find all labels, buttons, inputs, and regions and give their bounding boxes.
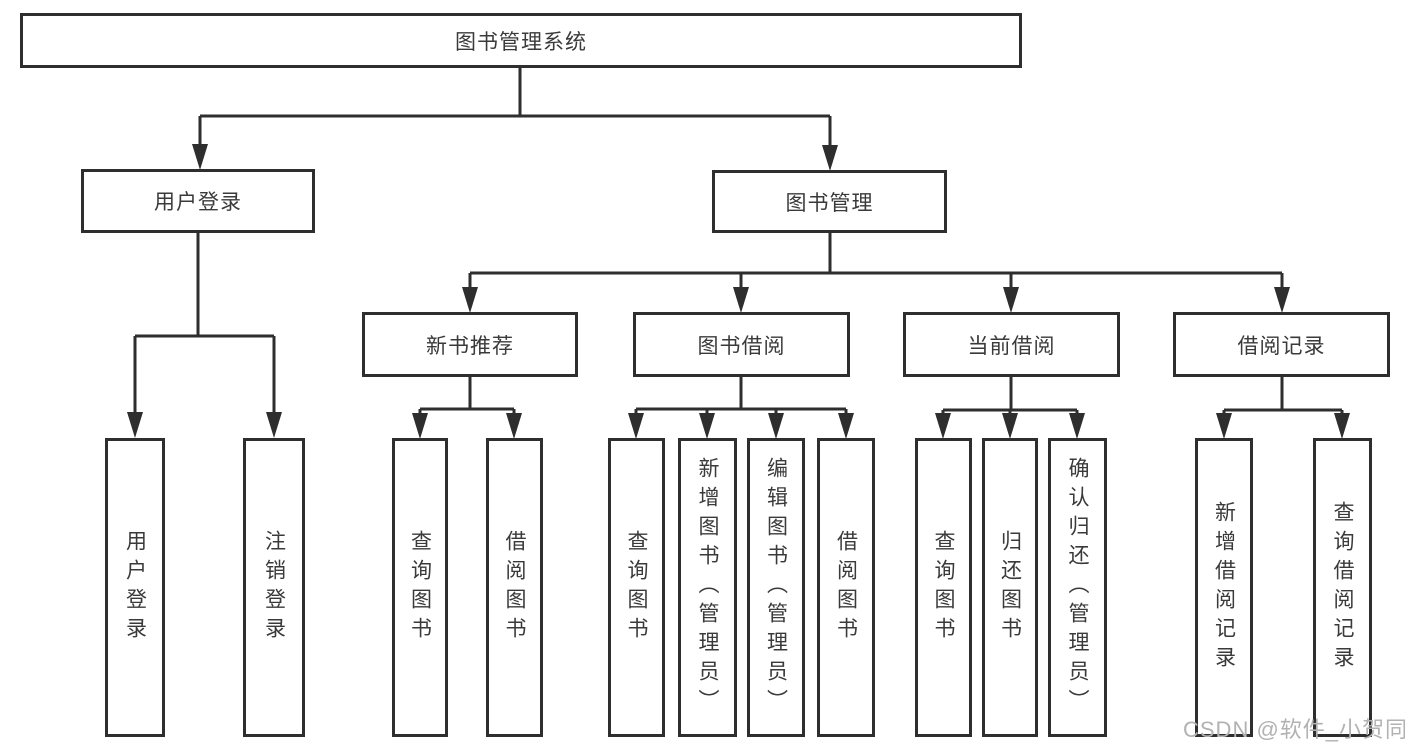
node-current-borrow: 当前借阅 <box>903 312 1120 377</box>
node-book-management-label: 图书管理 <box>785 191 874 215</box>
leaf-bb-edit-book-label: 编辑图书（管理员） <box>764 457 788 718</box>
node-root: 图书管理系统 <box>20 13 1022 68</box>
node-book-management: 图书管理 <box>712 170 947 233</box>
node-root-label: 图书管理系统 <box>455 30 587 54</box>
leaf-logout-label: 注销登录 <box>262 529 286 646</box>
leaf-br-query-record: 查询借阅记录 <box>1313 438 1372 737</box>
leaf-bb-add-book-label: 新增图书（管理员） <box>696 457 719 718</box>
node-current-borrow-label: 当前借阅 <box>967 334 1056 358</box>
leaf-bb-borrow-book: 借阅图书 <box>817 438 875 737</box>
node-new-book-recommend: 新书推荐 <box>362 312 578 377</box>
leaf-rec-query-book-label: 查询图书 <box>408 529 432 646</box>
leaf-bb-query-book-label: 查询图书 <box>625 529 648 646</box>
leaf-user-login: 用户登录 <box>105 438 165 737</box>
leaf-cb-query-book: 查询图书 <box>915 438 972 737</box>
leaf-cb-confirm-return-label: 确认归还（管理员） <box>1066 457 1089 718</box>
leaf-cb-return-book-label: 归还图书 <box>998 529 1022 646</box>
leaf-rec-borrow-book: 借阅图书 <box>486 438 543 737</box>
leaf-bb-add-book: 新增图书（管理员） <box>678 438 737 737</box>
leaf-user-login-label: 用户登录 <box>123 529 147 646</box>
leaf-cb-confirm-return: 确认归还（管理员） <box>1048 438 1107 737</box>
node-borrow-records-label: 借阅记录 <box>1237 334 1326 358</box>
watermark: CSDN @软件_小贺同学 <box>1183 717 1405 742</box>
leaf-br-add-record-label: 新增借阅记录 <box>1212 500 1236 675</box>
node-book-borrow: 图书借阅 <box>633 312 850 377</box>
leaf-rec-borrow-book-label: 借阅图书 <box>503 529 526 646</box>
node-new-book-recommend-label: 新书推荐 <box>426 334 514 358</box>
node-user-login-label: 用户登录 <box>154 191 242 214</box>
leaf-br-query-record-label: 查询借阅记录 <box>1331 500 1354 675</box>
leaf-br-add-record: 新增借阅记录 <box>1195 438 1253 737</box>
leaf-cb-return-book: 归还图书 <box>982 438 1038 737</box>
node-borrow-records: 借阅记录 <box>1173 312 1390 377</box>
leaf-logout: 注销登录 <box>243 438 305 737</box>
leaf-bb-query-book: 查询图书 <box>608 438 665 737</box>
node-user-login: 用户登录 <box>81 169 315 233</box>
leaf-bb-edit-book: 编辑图书（管理员） <box>747 438 805 737</box>
leaf-bb-borrow-book-label: 借阅图书 <box>834 529 858 646</box>
leaf-rec-query-book: 查询图书 <box>392 438 448 737</box>
leaf-cb-query-book-label: 查询图书 <box>932 529 955 646</box>
node-book-borrow-label: 图书借阅 <box>697 334 786 358</box>
